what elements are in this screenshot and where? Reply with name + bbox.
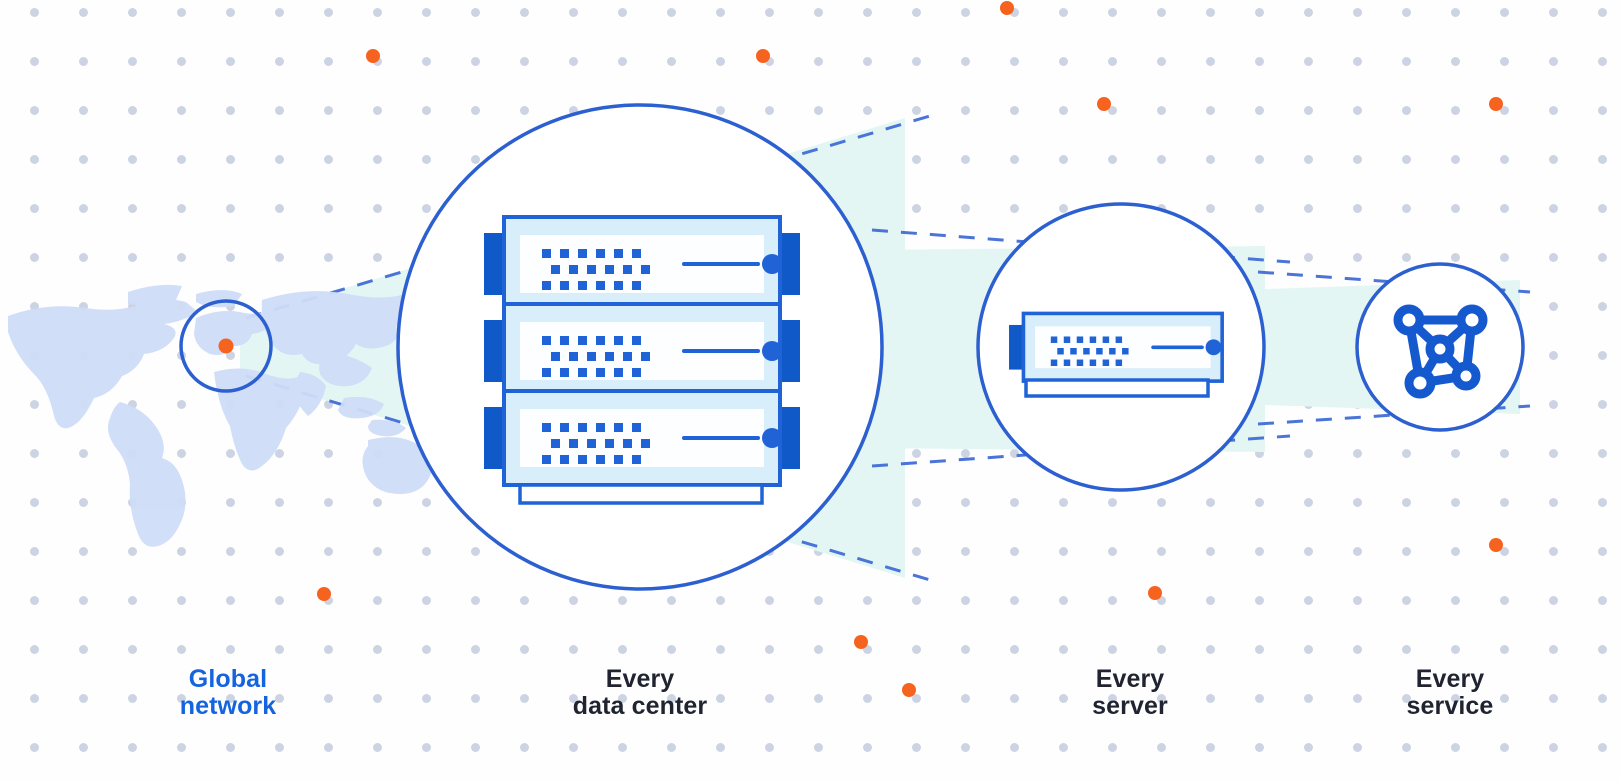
global-network-circle bbox=[179, 299, 273, 393]
network-node bbox=[1451, 361, 1481, 391]
accent-dot bbox=[1097, 97, 1111, 111]
accent-dot bbox=[366, 49, 380, 63]
network-node bbox=[1425, 334, 1455, 364]
label-data-center: Every data center bbox=[572, 665, 708, 720]
accent-dot bbox=[854, 635, 868, 649]
network-node bbox=[1456, 304, 1488, 336]
network-node-dots bbox=[1393, 304, 1488, 399]
network-node bbox=[1404, 367, 1436, 399]
stage-global-network[interactable] bbox=[179, 299, 273, 393]
global-network-marker-dot bbox=[218, 338, 234, 354]
single-server-icon bbox=[1009, 311, 1224, 383]
accent-dots bbox=[317, 1, 1503, 697]
label-server: Every server bbox=[1092, 665, 1168, 720]
stage-service[interactable] bbox=[1355, 262, 1525, 432]
rack-base bbox=[518, 483, 764, 505]
rack-unit bbox=[484, 217, 800, 311]
stage-data-center[interactable] bbox=[396, 103, 884, 591]
label-global-network: Global network bbox=[179, 665, 277, 720]
server-base-shelf bbox=[1024, 378, 1210, 398]
label-service: Every service bbox=[1406, 665, 1494, 720]
accent-dot bbox=[1000, 1, 1014, 15]
accent-dot bbox=[1489, 97, 1503, 111]
accent-dot bbox=[1489, 538, 1503, 552]
accent-dot bbox=[902, 683, 916, 697]
network-node bbox=[1393, 304, 1425, 336]
world-map-icon bbox=[8, 284, 437, 547]
accent-dot bbox=[317, 587, 331, 601]
rack-unit bbox=[484, 391, 800, 485]
accent-dot bbox=[756, 49, 770, 63]
rack-unit bbox=[484, 304, 800, 398]
server-rack-icon bbox=[484, 217, 800, 505]
accent-dot bbox=[1148, 586, 1162, 600]
stage-server[interactable] bbox=[976, 202, 1266, 492]
